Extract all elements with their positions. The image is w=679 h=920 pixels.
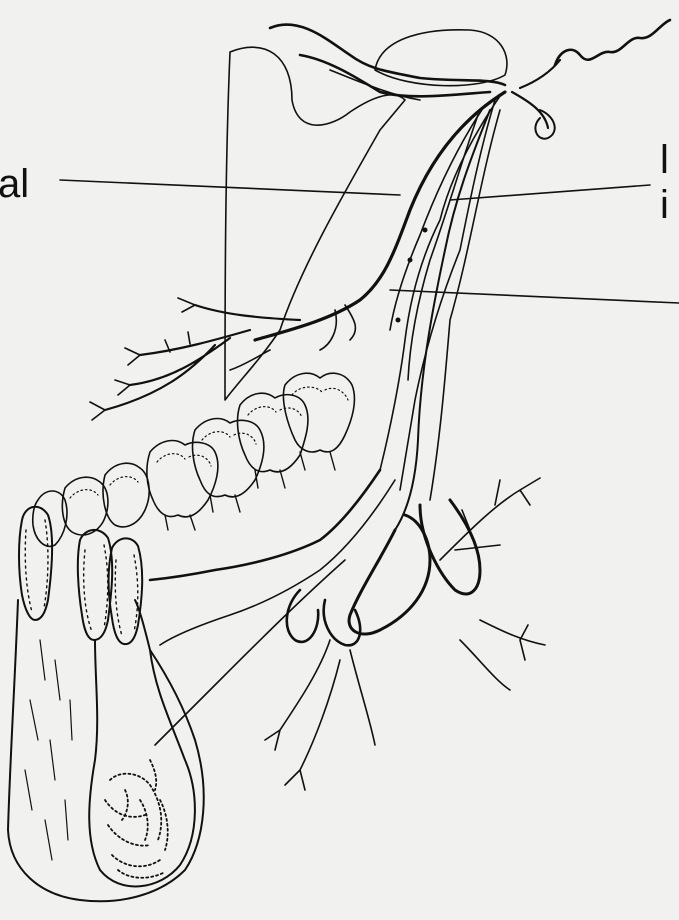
nerve-loop-3 [287, 590, 318, 642]
branch-upper-twigs [230, 305, 355, 370]
nerve-loop-2 [420, 500, 480, 594]
premolar-1 [103, 463, 149, 527]
nerve-strand-3 [390, 105, 485, 330]
mandible-section-inner [89, 640, 195, 886]
nerve-top-right [512, 60, 560, 128]
branch-left-1 [105, 305, 300, 410]
condyle-outline [375, 30, 507, 86]
nerve-loop-1 [349, 515, 430, 634]
label-left: al [0, 164, 29, 204]
leader-line-right-lower [390, 290, 679, 303]
skull-line-mid [300, 55, 490, 96]
molar-1 [283, 373, 354, 452]
label-right-top: l [660, 140, 669, 180]
nerve-dot-1 [423, 228, 427, 232]
incisor-1 [19, 507, 52, 620]
molar-3 [193, 419, 264, 497]
incisor-2 [78, 530, 112, 640]
nerve-strand-2 [400, 100, 495, 490]
leader-line-left [60, 180, 400, 195]
nerve-loop-top [535, 110, 554, 139]
nerve-lower-course [150, 470, 380, 580]
ramus-outline [225, 47, 405, 400]
nerve-dot-2 [408, 258, 412, 262]
nerve-to-incisor [155, 560, 345, 745]
coil-top-right [555, 20, 670, 65]
molar-2 [238, 393, 308, 472]
molar-4 [147, 441, 218, 517]
branch-left-twigs [90, 298, 195, 420]
branch-lower-left [265, 640, 375, 790]
nerve-dot-3 [396, 318, 400, 322]
cancellous-bone [105, 760, 168, 878]
tooth-stipple [70, 387, 348, 498]
mandible-shading [25, 640, 72, 860]
premolar-2 [62, 477, 108, 535]
mandible-section-outline [8, 600, 204, 901]
label-right-bottom: i [660, 185, 669, 225]
